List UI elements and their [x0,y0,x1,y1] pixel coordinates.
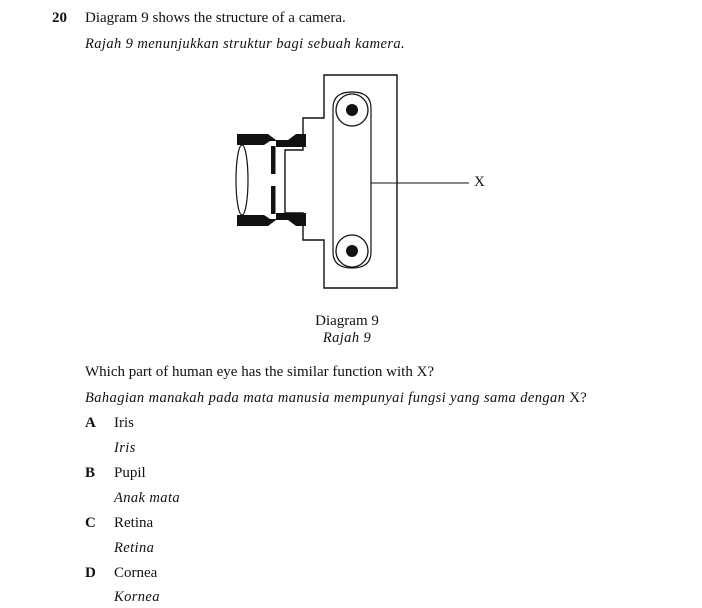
option-text-malay: Anak mata [114,490,181,506]
diagram-caption-english: Diagram 9 [315,313,379,329]
aperture-bar-bottom [271,186,276,214]
option-text-english: Retina [114,515,154,531]
option-letter: D [85,565,96,581]
prompt-malay-tail: X? [569,390,587,406]
prompt-english: Which part of human eye has the similar … [85,364,435,380]
bottom-spool-inner [346,245,358,257]
option-letter: A [85,415,96,431]
top-spool-inner [346,104,358,116]
lens [235,144,249,216]
diagram-caption-malay: Rajah 9 [322,330,372,346]
question-number: 20 [52,10,67,26]
aperture-bar-top [271,146,276,174]
question-stem-english: Diagram 9 shows the structure of a camer… [85,10,346,26]
lens-housing-bottom [237,213,306,226]
option-text-english: Iris [114,415,134,431]
option-text-english: Cornea [114,565,158,581]
option-letter: B [85,465,96,481]
label-x: X [474,174,485,190]
question-stem-malay: Rajah 9 menunjukkan struktur bagi sebuah… [85,36,406,52]
option-text-english: Pupil [114,465,146,481]
option-text-malay: Kornea [114,589,160,605]
option-text-malay: Iris [114,440,136,456]
option-text-malay: Retina [114,540,155,556]
film-strip [332,91,372,269]
lens-housing-top [237,134,306,147]
prompt-malay: Bahagian manakah pada mata manusia mempu… [85,389,587,407]
prompt-malay-italic: Bahagian manakah pada mata manusia mempu… [85,390,566,406]
option-letter: C [85,515,96,531]
